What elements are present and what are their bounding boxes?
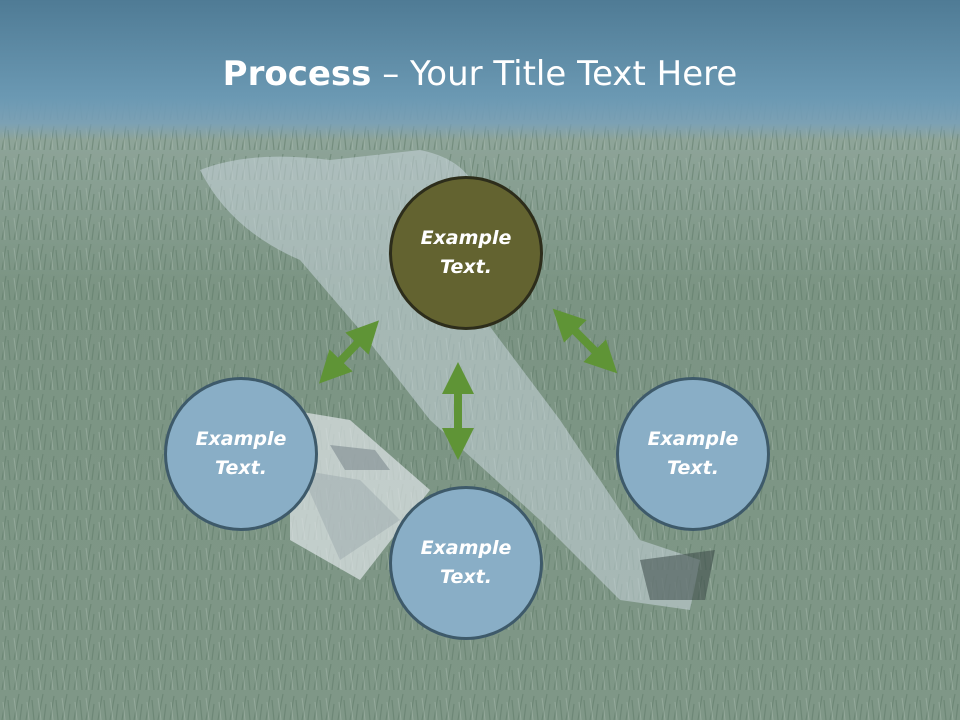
node-bottom-label: Example Text. — [420, 537, 512, 588]
title-rest: Your Title Text Here — [410, 54, 738, 94]
title-bar: Process – Your Title Text Here — [0, 0, 960, 140]
node-bottom: Example Text. — [389, 486, 543, 640]
title-separator: – — [371, 54, 411, 94]
node-left: Example Text. — [164, 377, 318, 531]
node-top-label: Example Text. — [420, 227, 512, 278]
title-bold: Process — [222, 54, 372, 94]
node-left-label: Example Text. — [195, 428, 287, 479]
slide-title: Process – Your Title Text Here — [0, 52, 960, 96]
node-right: Example Text. — [616, 377, 770, 531]
arrow-top-right — [552, 308, 618, 374]
arrow-top-left — [318, 320, 380, 384]
node-right-label: Example Text. — [647, 428, 739, 479]
node-top: Example Text. — [389, 176, 543, 330]
